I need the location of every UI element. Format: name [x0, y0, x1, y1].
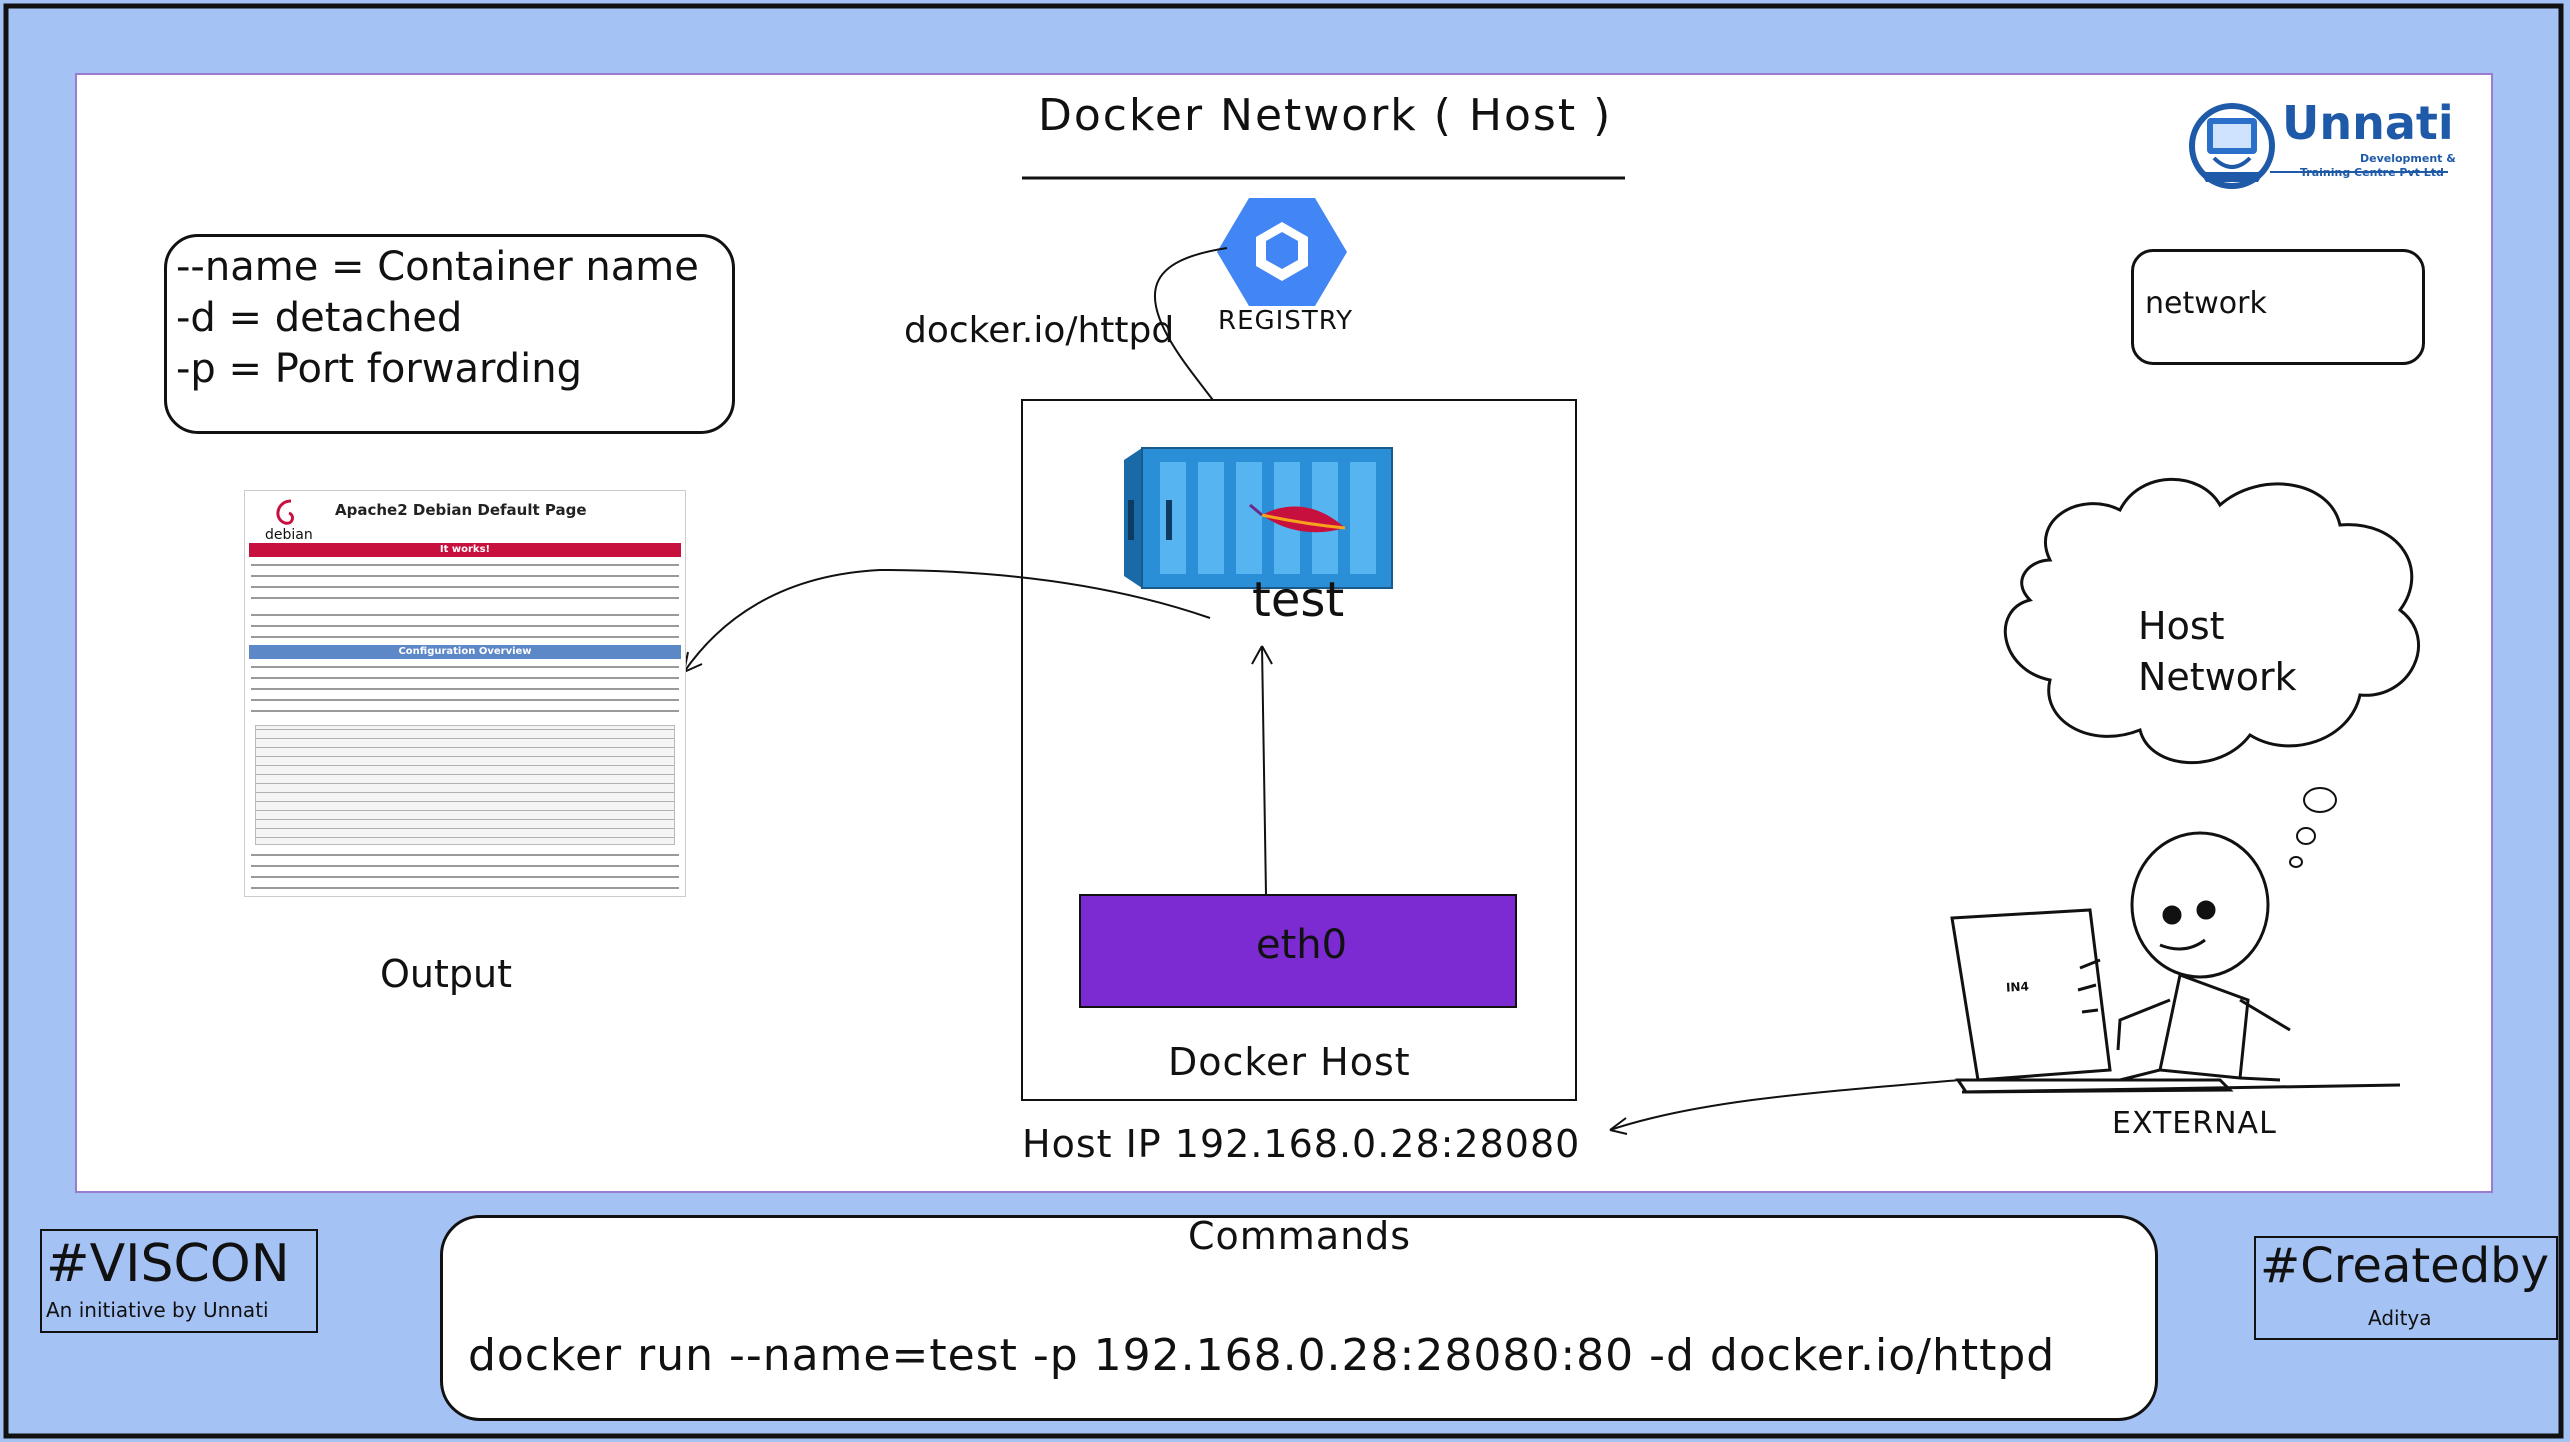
- person-at-laptop-icon: [1950, 831, 2401, 1094]
- eth0-to-container-arrow: [1261, 645, 1267, 896]
- apache-page-title: Apache2 Debian Default Page: [335, 501, 587, 519]
- apache-banner: It works!: [249, 543, 681, 557]
- apache-config-tree: [255, 725, 675, 845]
- container-to-output-arrow: [683, 568, 1211, 673]
- thought-bubble-3: [2289, 856, 2303, 868]
- unnati-logo-icon: [2189, 103, 2275, 189]
- legend-line-port: -p = Port forwarding: [176, 346, 582, 392]
- cloud-text-line1: Host: [2138, 604, 2225, 648]
- logo-name: Unnati: [2282, 96, 2454, 150]
- eth0-box: [1079, 894, 1517, 1008]
- viscon-tag: #VISCON: [46, 1234, 290, 1294]
- registry-image-label: docker.io/httpd: [904, 310, 1175, 351]
- registry-label: REGISTRY: [1218, 306, 1353, 336]
- registry-hexagon-icon: [1217, 198, 1347, 306]
- cloud-text-line2: Network: [2138, 655, 2297, 699]
- docker-run-command: docker run --name=test -p 192.168.0.28:2…: [468, 1330, 2056, 1381]
- createdby-tag-box: [2254, 1236, 2558, 1340]
- logo-subtitle-1: Development &: [2360, 152, 2456, 165]
- eth0-label: eth0: [1256, 922, 1348, 968]
- container-icon: [1124, 447, 1393, 589]
- external-label: EXTERNAL: [2112, 1106, 2277, 1141]
- eth0-arrowhead: [1251, 645, 1273, 665]
- output-label: Output: [380, 952, 512, 996]
- container-name: test: [1252, 572, 1345, 628]
- docker-host-label: Docker Host: [1168, 1040, 1411, 1084]
- debian-logo-text: debian: [265, 527, 313, 543]
- apache-paragraph-4: [251, 851, 679, 891]
- laptop-text: IN4: [2005, 979, 2030, 995]
- legend-line-name: --name = Container name: [176, 244, 699, 290]
- thought-bubble-1: [2303, 787, 2337, 813]
- commands-box: [440, 1215, 2158, 1421]
- viscon-subtitle: An initiative by Unnati: [46, 1298, 269, 1322]
- apache-paragraph-3: [251, 663, 679, 719]
- host-network-cloud: [2003, 477, 2420, 765]
- createdby-subtitle: Aditya: [2368, 1306, 2432, 1330]
- apache-paragraph-2: [251, 611, 679, 641]
- apache-paragraph-1: [251, 561, 679, 607]
- thought-bubble-2: [2296, 827, 2316, 845]
- page-title: Docker Network ( Host ): [1038, 90, 1613, 141]
- external-to-hostip-arrow: [1609, 1079, 1961, 1131]
- hostip-arrowhead: [1609, 1117, 1628, 1135]
- viscon-tag-box: [40, 1229, 318, 1333]
- apache-default-page-preview: debian Apache2 Debian Default Page It wo…: [244, 490, 686, 897]
- apache-feather-icon: [1249, 503, 1346, 533]
- createdby-tag: #Createdby: [2260, 1238, 2550, 1294]
- flag-legend-box: [164, 234, 735, 434]
- logo-subtitle-2: Training Centre Pvt Ltd: [2300, 166, 2444, 179]
- debian-swirl-icon: [276, 499, 294, 525]
- host-ip-label: Host IP 192.168.0.28:28080: [1022, 1122, 1581, 1166]
- commands-title: Commands: [1188, 1214, 1412, 1258]
- network-key-box: [2131, 249, 2425, 365]
- legend-line-detached: -d = detached: [176, 295, 463, 341]
- apache-section-bar: Configuration Overview: [249, 645, 681, 659]
- network-key-label: network: [2145, 286, 2267, 321]
